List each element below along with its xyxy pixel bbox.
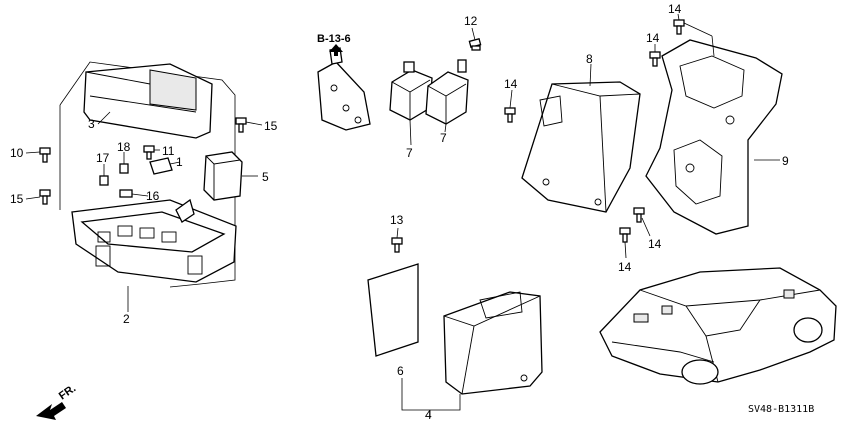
callout-4: 4 <box>425 408 432 422</box>
reference-arrow-icon <box>329 44 343 56</box>
callout-7-left: 7 <box>406 146 413 160</box>
bolt-12 <box>468 38 482 51</box>
callout-14-left: 14 <box>504 77 518 91</box>
relay <box>203 151 243 201</box>
mounting-bracket <box>645 39 783 235</box>
pad <box>367 263 419 357</box>
callout-18: 18 <box>117 140 131 154</box>
callout-10: 10 <box>10 146 24 160</box>
callout-1: 1 <box>176 155 183 169</box>
callout-14-lower: 14 <box>648 237 662 251</box>
callout-9: 9 <box>782 154 789 168</box>
bolt-14-c <box>504 107 516 123</box>
callout-6: 6 <box>397 364 404 378</box>
bolt-15-top <box>235 117 247 133</box>
diode <box>149 157 173 175</box>
diagram-code: SV48-B1311B <box>748 404 814 415</box>
callout-5: 5 <box>262 170 269 184</box>
callout-3: 3 <box>88 117 95 131</box>
callout-14-top: 14 <box>668 2 682 16</box>
front-arrow-icon <box>36 402 66 420</box>
bolt-15-left <box>39 189 51 205</box>
callout-14-bottom: 14 <box>618 260 632 274</box>
callout-15-left: 15 <box>10 192 24 206</box>
fuse-box-assembly <box>25 61 263 312</box>
callout-7-right: 7 <box>440 131 447 145</box>
bolt-14-b <box>649 51 661 67</box>
callout-12: 12 <box>464 14 478 28</box>
callout-15-right: 15 <box>264 119 278 133</box>
callout-14-upper: 14 <box>646 31 660 45</box>
callout-8: 8 <box>586 52 593 66</box>
bolt-14-d <box>633 207 645 223</box>
fuse-box-cover <box>83 63 213 139</box>
reference-label: B-13-6 <box>317 33 351 45</box>
car-location-view <box>599 267 837 385</box>
fuse-18 <box>119 163 129 174</box>
callout-17: 17 <box>96 151 110 165</box>
fuse-17 <box>99 175 109 186</box>
fuse-16 <box>119 189 133 198</box>
front-label: FR. <box>57 382 78 402</box>
bracket-b13 <box>317 47 371 131</box>
callout-2: 2 <box>123 312 130 326</box>
bolt-14-a <box>673 19 685 35</box>
bolt-11 <box>143 145 155 160</box>
bolt-10 <box>39 147 51 163</box>
fuse-box-body <box>71 198 237 283</box>
callout-13: 13 <box>390 213 404 227</box>
callout-16: 16 <box>146 189 160 203</box>
electronic-unit <box>443 291 543 395</box>
relay-7-right <box>425 59 469 125</box>
control-unit <box>521 81 641 213</box>
bolt-14-e <box>619 227 631 243</box>
relay-7-left <box>389 61 433 121</box>
bolt-13 <box>391 237 403 253</box>
callout-11: 11 <box>162 144 175 158</box>
